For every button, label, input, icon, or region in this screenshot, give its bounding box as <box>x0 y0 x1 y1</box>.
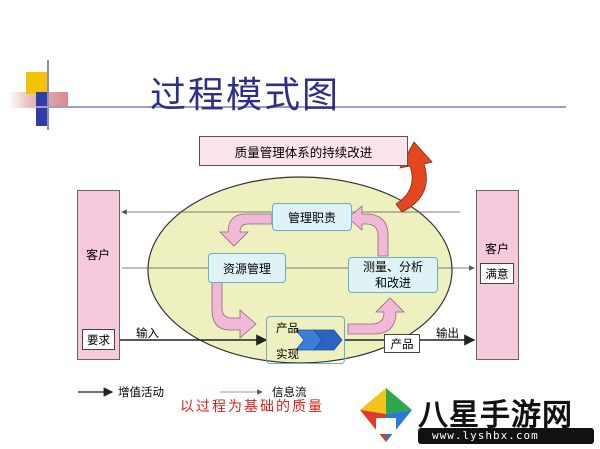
page-title: 过程模式图 <box>150 75 341 116</box>
header-vertical-line <box>47 60 49 130</box>
measurement-node-line2: 和改进 <box>374 276 411 290</box>
management-responsibility-node: 管理职责 <box>272 203 352 231</box>
product-node-line2: 实现 <box>276 347 299 361</box>
watermark-logo <box>360 388 412 442</box>
product-output-box: 产品 <box>384 334 420 353</box>
cycle-arrow-top-right <box>347 205 389 257</box>
customer-left-label: 客户 <box>86 248 111 262</box>
product-node-line1: 产品 <box>276 321 299 335</box>
logo-shield-green <box>386 388 412 414</box>
measurement-node-line1: 测量、分析 <box>362 260 423 274</box>
input-label: 输入 <box>136 326 159 340</box>
output-label: 输出 <box>436 326 459 340</box>
cycle-arrow-bottom-right <box>347 297 405 335</box>
diagram-caption: 以过程为基础的质量 <box>180 399 324 415</box>
watermark-url: www.lyshbx.com <box>432 429 539 442</box>
logo-square <box>376 418 396 434</box>
product-realization-node <box>266 316 345 364</box>
watermark-brand: 八星手游网 <box>418 398 573 433</box>
cycle-arrow-bottom-left <box>211 281 257 339</box>
continual-improvement-box: 质量管理体系的持续改进 <box>199 136 408 166</box>
product-chevron-2 <box>313 329 343 351</box>
header-decoration-blue <box>36 92 48 126</box>
customer-right-label: 客户 <box>485 242 510 256</box>
measurement-analysis-improvement-node: 测量、分析 和改进 <box>348 257 438 293</box>
legend-info-flow-label: 信息流 <box>272 385 307 399</box>
watermark-url-bar <box>418 428 594 444</box>
legend-value-activity-label: 增值活动 <box>118 385 164 399</box>
cycle-arrow-top-left <box>219 213 273 247</box>
header-decoration-yellow <box>26 72 48 94</box>
header-horizontal-line <box>36 106 566 108</box>
satisfaction-box: 满意 <box>480 263 514 284</box>
resource-management-node: 资源管理 <box>208 253 286 283</box>
requirement-box: 要求 <box>82 329 115 350</box>
